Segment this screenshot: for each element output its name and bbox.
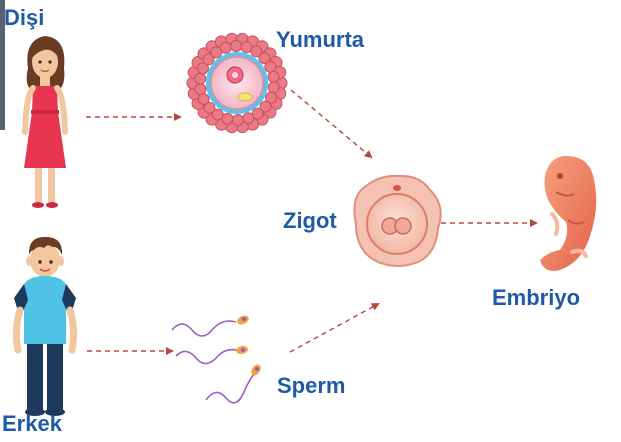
corona-cell (265, 61, 276, 72)
male-figure-icon (14, 237, 76, 416)
zygote-cell-icon (354, 176, 440, 266)
label-sperm: Sperm (277, 375, 345, 397)
corona-cell (195, 73, 206, 84)
polar-body (238, 93, 252, 101)
corona-cell (198, 94, 209, 105)
embryo-figure-icon (540, 156, 596, 271)
arrow-egg-to-zygote (291, 90, 371, 157)
sperm-cells-icon (172, 314, 263, 403)
corona-cell (231, 41, 242, 52)
female-figure-icon (24, 36, 66, 208)
corona-cell (268, 71, 279, 82)
arrow-sperm-to-zygote (290, 304, 378, 352)
label-female: Dişi (4, 7, 44, 29)
corona-cell (243, 113, 254, 124)
corona-cell (268, 82, 279, 93)
label-male: Erkek (2, 413, 62, 435)
label-embryo: Embriyo (492, 287, 580, 309)
nucleolus (232, 72, 238, 78)
egg-cell-icon (187, 33, 287, 132)
label-zygote: Zigot (283, 210, 337, 232)
corona-cell (232, 114, 243, 125)
label-egg: Yumurta (276, 29, 364, 51)
corona-cell (220, 42, 231, 53)
corona-cell (195, 84, 206, 95)
